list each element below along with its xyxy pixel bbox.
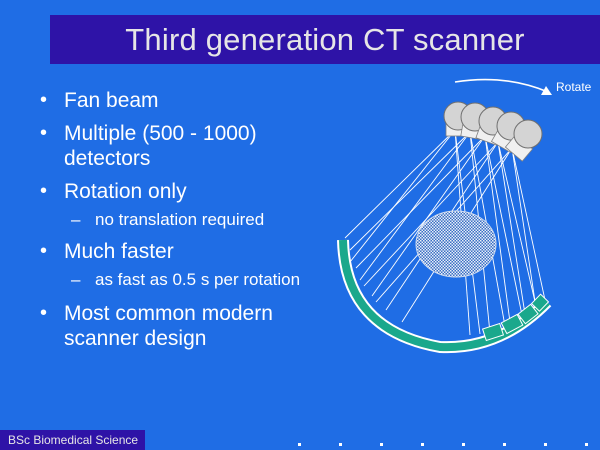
bullet-text: Most common modern scanner design xyxy=(64,302,273,350)
footer-dot xyxy=(544,443,547,446)
bullet-marker: • xyxy=(40,180,48,202)
bullet-detectors: • Multiple (500 - 1000) detectors xyxy=(40,121,320,171)
rotate-arrow-icon xyxy=(454,78,552,95)
bullet-marker: • xyxy=(40,302,48,324)
detector-arc xyxy=(337,239,552,354)
bullet-marker: • xyxy=(40,240,48,262)
patient-phantom xyxy=(415,210,497,278)
bullet-fan-beam: • Fan beam xyxy=(40,88,320,113)
bullet-common-design: • Most common modern scanner design xyxy=(40,301,320,351)
rotate-label: Rotate xyxy=(556,80,592,94)
subpoint-no-translation: – no translation required xyxy=(40,209,320,231)
bullet-list: • Fan beam • Multiple (500 - 1000) detec… xyxy=(40,88,320,351)
title-bar: Third generation CT scanner xyxy=(50,15,600,64)
footer-dot xyxy=(585,443,588,446)
subpoint-text: as fast as 0.5 s per rotation xyxy=(95,270,301,289)
slide-title: Third generation CT scanner xyxy=(125,21,525,57)
bullet-marker: • xyxy=(40,122,48,144)
bullet-text: Fan beam xyxy=(64,89,159,112)
footer-dot xyxy=(462,443,465,446)
bullet-much-faster: • Much faster xyxy=(40,239,320,264)
ct-scanner-diagram xyxy=(337,78,552,354)
dash-marker: – xyxy=(71,210,81,229)
bullet-rotation-only: • Rotation only xyxy=(40,179,320,204)
footer-dot xyxy=(298,443,301,446)
footer-bar: BSc Biomedical Science xyxy=(0,430,145,450)
subpoint-text: no translation required xyxy=(95,210,265,229)
footer-text: BSc Biomedical Science xyxy=(8,433,139,447)
subpoint-rotation-speed: – as fast as 0.5 s per rotation xyxy=(40,269,320,291)
dash-marker: – xyxy=(71,270,81,289)
bullet-text: Much faster xyxy=(64,240,174,263)
bullet-text: Multiple (500 - 1000) detectors xyxy=(64,122,257,170)
footer-dots xyxy=(298,443,588,446)
xray-tubes xyxy=(443,101,543,162)
footer-dot xyxy=(421,443,424,446)
footer-dot xyxy=(380,443,383,446)
footer-dot xyxy=(503,443,506,446)
bullet-marker: • xyxy=(40,89,48,111)
bullet-text: Rotation only xyxy=(64,180,187,203)
xray-tube-icon xyxy=(504,119,543,162)
footer-dot xyxy=(339,443,342,446)
